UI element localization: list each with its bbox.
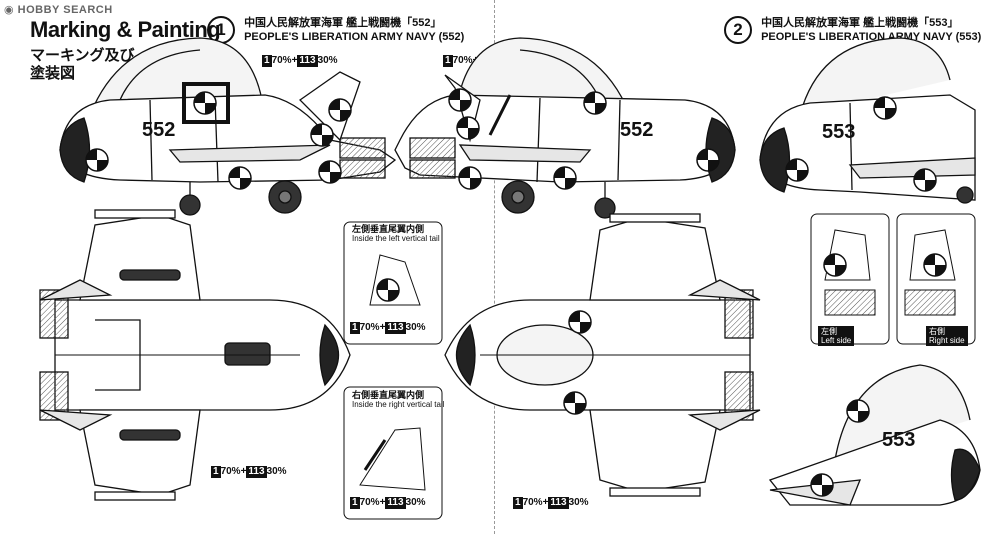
mix-plus: + xyxy=(240,466,247,477)
mix-a-pct: 70% xyxy=(271,55,292,66)
mix-b-pct: 30% xyxy=(405,322,426,333)
right-tail-caption: 右側垂直尾翼内側 Inside the right vertical tail xyxy=(352,390,445,410)
scheme-1-side-view xyxy=(59,37,397,216)
scheme-2-en: PEOPLE'S LIBERATION ARMY NAVY (553) xyxy=(761,31,982,43)
scheme-1-jp: 中国人民解放軍海軍 艦上戦闘機「552」 xyxy=(244,17,442,29)
right-tail-caption-jp: 右側垂直尾翼内側 xyxy=(352,390,425,400)
roundel-icon xyxy=(193,91,217,115)
mix-b-pct: 30% xyxy=(568,497,589,508)
watermark-logo-icon: ◉ xyxy=(4,4,18,16)
scheme-2-jp: 中国人民解放軍海軍 艦上戦闘機「553」 xyxy=(761,17,959,29)
mix-b: 113 xyxy=(385,322,406,334)
scheme-1-plan-view-right xyxy=(444,213,761,497)
mix-a-pct: 70% xyxy=(522,497,543,508)
mix-a: 1 xyxy=(350,322,360,334)
mix-plus: + xyxy=(291,55,298,66)
right-side-jp: 右側 xyxy=(929,327,945,336)
mix-a-pct: 70% xyxy=(359,322,380,333)
mix-a-pct: 70% xyxy=(220,466,241,477)
mix-b-pct: 30% xyxy=(405,497,426,508)
roundel-border-icon xyxy=(182,82,230,124)
scheme-1-header: 1 中国人民解放軍海軍 艦上戦闘機「552」 PEOPLE'S LIBERATI… xyxy=(207,16,464,44)
mix-plus: + xyxy=(379,322,386,333)
mix-a: 1 xyxy=(211,466,221,478)
subtitle-line1: マーキング及び xyxy=(30,47,135,64)
left-tail-caption-jp: 左側垂直尾翼内側 xyxy=(352,224,425,234)
page-title: Marking & Painting xyxy=(30,17,221,42)
left-side-jp: 左側 xyxy=(821,327,837,336)
mix-plus: + xyxy=(379,497,386,508)
mix-a: 1 xyxy=(513,497,523,509)
mix-b: 113 xyxy=(297,55,318,67)
watermark: ◉ HOBBY SEARCH xyxy=(4,4,113,16)
mix-a: 1 xyxy=(350,497,360,509)
scheme-2-side-tail-number: 553 xyxy=(822,121,855,143)
center-fold-line xyxy=(494,0,496,534)
scheme-2-header: 2 中国人民解放軍海軍 艦上戦闘機「553」 PEOPLE'S LIBERATI… xyxy=(724,16,981,44)
mix-b: 113 xyxy=(246,466,267,478)
mix-a: 1 xyxy=(443,55,453,67)
scheme-1-side-view-right xyxy=(394,37,736,219)
scheme-2-bottom-tail-number: 553 xyxy=(882,429,915,451)
scheme-1-side-tail-number-right: 552 xyxy=(620,119,653,141)
scheme-1-side-tail-number: 552 xyxy=(142,119,175,141)
mix-plus: + xyxy=(542,497,549,508)
scheme-1-top-view xyxy=(39,209,351,501)
scheme-2-side-view-bottom xyxy=(768,364,981,506)
left-side-en: Left side xyxy=(821,336,852,345)
mix-b: 113 xyxy=(385,497,406,509)
mix-b-pct: 30% xyxy=(317,55,338,66)
subtitle-line2: 塗装図 xyxy=(30,65,76,82)
page-subtitle-jp: マーキング及び 塗装図 xyxy=(30,47,135,83)
mix-a-pct: 70% xyxy=(359,497,380,508)
mix-b-pct: 30% xyxy=(266,466,287,477)
right-tail-caption-en: Inside the right vertical tail xyxy=(352,400,445,409)
scheme-2-number: 2 xyxy=(724,16,752,44)
mix-a: 1 xyxy=(262,55,272,67)
left-tail-caption: 左側垂直尾翼内側 Inside the left vertical tail xyxy=(352,224,440,244)
mix-b: 113 xyxy=(548,497,569,509)
mix-a-pct: 70% xyxy=(452,55,473,66)
right-side-en: Right side xyxy=(929,336,965,345)
left-tail-caption-en: Inside the left vertical tail xyxy=(352,234,440,243)
scheme-1-en: PEOPLE'S LIBERATION ARMY NAVY (552) xyxy=(244,31,465,43)
